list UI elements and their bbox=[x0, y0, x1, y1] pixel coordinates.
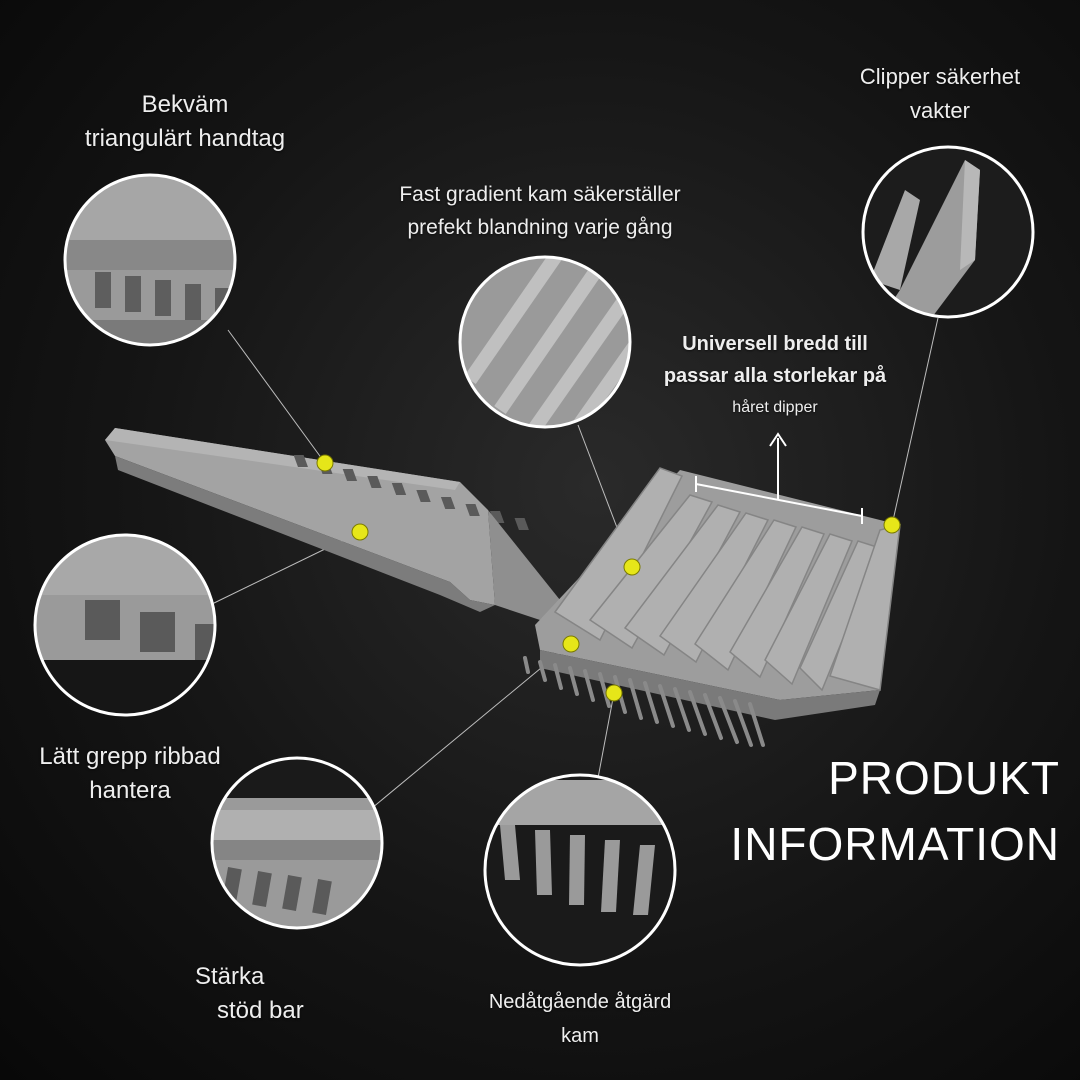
label-guard-line-2: vakter bbox=[910, 98, 970, 123]
label-width: Universell bredd till passar alla storle… bbox=[640, 328, 910, 424]
title-line-1: PRODUKT bbox=[828, 752, 1060, 804]
label-handle-line-1: Bekväm bbox=[141, 91, 229, 118]
label-down-line-1: Nedåtgående åtgärd bbox=[488, 991, 672, 1013]
marker-down bbox=[605, 684, 623, 702]
label-width-line-1: Universell bredd till bbox=[682, 333, 868, 355]
label-handle-line-2: triangulärt handtag bbox=[84, 125, 286, 152]
label-down-line-2: kam bbox=[561, 1025, 599, 1047]
label-gradient-line-2: prefekt blandning varje gång bbox=[407, 216, 673, 239]
comb-handle bbox=[105, 428, 560, 620]
marker-support bbox=[562, 635, 580, 653]
label-handle: Bekväm triangulärt handtag bbox=[40, 88, 330, 156]
callout-support bbox=[210, 756, 384, 930]
label-guard: Clipper säkerhet vakter bbox=[820, 60, 1060, 128]
label-grip: Lätt grepp ribbad hantera bbox=[20, 740, 240, 808]
width-indicator bbox=[695, 432, 863, 524]
label-support-line-2: stöd bar bbox=[217, 997, 304, 1024]
marker-gradient bbox=[623, 558, 641, 576]
label-gradient: Fast gradient kam säkerställer prefekt b… bbox=[345, 178, 735, 244]
label-gradient-line-1: Fast gradient kam säkerställer bbox=[399, 183, 681, 206]
label-grip-line-2: hantera bbox=[89, 777, 171, 804]
label-grip-line-1: Lätt grepp ribbad bbox=[39, 743, 221, 770]
label-guard-line-1: Clipper säkerhet bbox=[859, 64, 1021, 89]
callout-down bbox=[483, 773, 677, 967]
marker-handle bbox=[316, 454, 334, 472]
label-support-line-1: Stärka bbox=[195, 963, 265, 990]
title-line-2: INFORMATION bbox=[730, 818, 1060, 870]
marker-grip bbox=[351, 523, 369, 541]
label-support: Stärka stöd bar bbox=[185, 960, 385, 1028]
callout-guard bbox=[861, 145, 1035, 319]
callout-gradient bbox=[458, 255, 632, 429]
callout-handle bbox=[63, 173, 237, 347]
marker-guard bbox=[883, 516, 901, 534]
callout-grip bbox=[33, 533, 217, 717]
comb-head bbox=[523, 467, 901, 747]
label-width-line-3: håret dipper bbox=[732, 399, 818, 416]
product-info-title: PRODUKT INFORMATION bbox=[670, 745, 1060, 877]
marker-dots bbox=[316, 454, 901, 702]
label-down: Nedåtgående åtgärd kam bbox=[440, 985, 720, 1053]
label-width-line-2: passar alla storlekar på bbox=[663, 365, 887, 387]
